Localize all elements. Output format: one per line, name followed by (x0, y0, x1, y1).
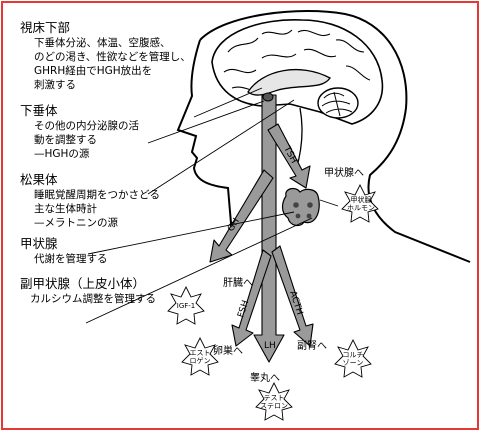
section-line-parathyroid-1: カルシウム調整を管理する (30, 293, 156, 305)
section-line-pituitary-2: 動を調整する (34, 134, 97, 146)
section-title-pineal: 松果体 (20, 172, 58, 187)
brain-outline (211, 19, 384, 125)
starburst-igf1 (167, 285, 205, 325)
hormone-cortisone-line-1: コルチ (342, 351, 364, 359)
arrow-label-lh: LH (264, 341, 276, 351)
hormone-estrogen-line-2: ロゲン (189, 357, 211, 366)
thyroid-gland (281, 187, 320, 227)
section-line-pineal-3: —メラトニンの源 (34, 217, 118, 229)
gh-arrow (209, 169, 274, 263)
hormone-label-thyroid-hormone: 甲状腺 ホルモン (346, 196, 376, 212)
section-line-pineal-2: 主な生体時計 (34, 203, 97, 215)
arrow-label-acth: ACTH (287, 290, 304, 316)
hormone-igf1-line-1: IGF-1 (176, 302, 196, 310)
section-line-hypothalamus-4: 刺激する (34, 79, 76, 91)
target-label-testis: 睾丸へ (250, 373, 280, 384)
head-outline (199, 10, 471, 263)
section-line-pituitary-1: その他の内分泌腺の活 (34, 120, 139, 132)
hormone-estrogen-line-1: エスト (189, 349, 211, 357)
hormone-label-cortisone: コルチ ゾーン (338, 351, 368, 367)
red-border-frame (1, 1, 479, 430)
cerebellum (317, 87, 359, 119)
target-label-adrenal: 副腎へ (297, 341, 327, 352)
hormone-label-igf1: IGF-1 (171, 302, 201, 310)
starburst-cortisone (334, 338, 372, 378)
face-profile (176, 39, 233, 236)
leader-pituitary (147, 100, 265, 144)
brain-folds (223, 29, 371, 92)
section-line-pituitary-3: —HGHの源 (34, 148, 90, 160)
tsh-arrow (267, 123, 311, 189)
section-line-hypothalamus-1: 下垂体分泌、体温、空腹感、 (34, 37, 171, 49)
hormone-label-testosterone: テスト ステロン (259, 394, 289, 410)
target-label-thyroid: 甲状腺へ (324, 168, 364, 179)
leader-thyroid (87, 211, 295, 255)
hormone-label-estrogen: エスト ロゲン (185, 349, 215, 365)
hormone-testosterone-line-1: テスト (263, 394, 285, 402)
section-title-hypothalamus: 視床下部 (20, 20, 71, 35)
starburst-testosterone (255, 381, 293, 421)
section-title-thyroid: 甲状腺 (20, 236, 58, 251)
starburst-thyroid-hormone (341, 183, 379, 223)
leader-thyroid-hormone (319, 199, 339, 207)
section-line-pineal-1: 睡眠覚醒周期をつかさどる (34, 189, 160, 201)
starburst-estrogen (181, 336, 219, 376)
hormone-testosterone-line-2: ステロン (260, 402, 288, 411)
acth-arrow (271, 245, 314, 347)
cerebellum-folds (321, 91, 353, 117)
hormone-thyroid-line-1: 甲状腺 (350, 196, 372, 204)
section-title-parathyroid: 副甲状腺（上皮小体） (20, 276, 146, 291)
section-line-hypothalamus-2: のどの渇き、性欲などを管理し、 (34, 51, 191, 63)
hormone-thyroid-line-2: ホルモン (347, 204, 375, 213)
pituitary-gland (262, 92, 274, 102)
section-line-hypothalamus-3: GHRH経由でHGH放出を (34, 65, 153, 77)
corpus-callosum (247, 69, 331, 96)
section-line-thyroid-1: 代謝を管理する (34, 253, 108, 265)
leader-hypothalamus (193, 87, 263, 118)
section-title-pituitary: 下垂体 (20, 103, 58, 118)
target-label-liver: 肝臓へ (223, 278, 253, 289)
leader-pineal (147, 99, 295, 195)
hormone-cortisone-line-2: ゾーン (342, 359, 364, 368)
leader-parathyroid (85, 217, 313, 324)
target-label-ovary: 卵巣へ (213, 346, 243, 357)
fsh-arrow (231, 249, 272, 347)
